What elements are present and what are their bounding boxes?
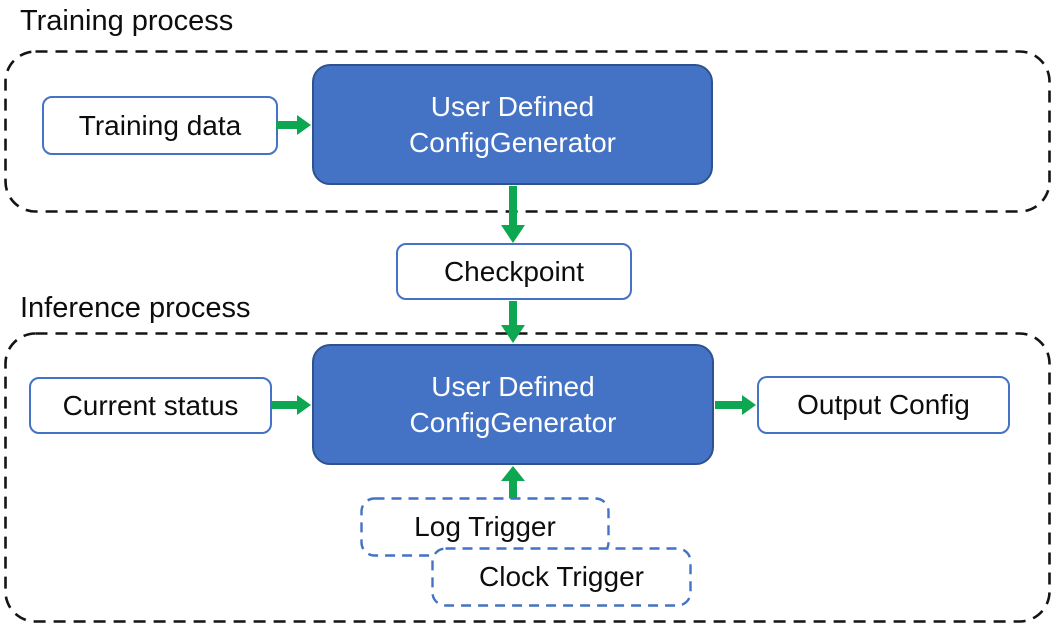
arrow-training-data-to-generator — [276, 115, 311, 135]
inference-generator-line1: User Defined — [431, 370, 595, 402]
log-trigger-label: Log Trigger — [414, 511, 556, 542]
inference-generator-line2: ConfigGenerator — [409, 406, 617, 438]
clock-trigger-node: Clock Trigger — [431, 547, 692, 607]
arrow-generator-to-checkpoint — [501, 186, 525, 243]
training-generator-line2: ConfigGenerator — [408, 126, 616, 158]
arrow-triggers-to-generator — [501, 466, 525, 499]
current-status-label: Current status — [62, 389, 239, 421]
arrow-current-status-to-generator — [272, 395, 311, 415]
clock-trigger-border — [431, 547, 692, 607]
inference-region-border — [4, 332, 1051, 623]
training-region — [4, 50, 1051, 213]
inference-region — [4, 332, 1051, 623]
training-process-label: Training process — [20, 5, 234, 37]
current-status-node: Current status — [29, 377, 272, 434]
log-trigger-node: Log Trigger — [360, 497, 610, 557]
inference-generator-node: User Defined ConfigGenerator — [312, 344, 714, 465]
training-data-label: Training data — [78, 109, 242, 141]
output-config-node: Output Config — [757, 376, 1010, 434]
clock-trigger-label: Clock Trigger — [479, 561, 644, 592]
output-config-label: Output Config — [797, 389, 970, 420]
arrow-checkpoint-to-generator — [501, 301, 525, 343]
arrow-generator-to-output — [715, 395, 756, 415]
training-generator-node: User Defined ConfigGenerator — [312, 64, 713, 185]
checkpoint-label: Checkpoint — [443, 255, 585, 287]
training-region-border — [4, 50, 1051, 213]
inference-process-label: Inference process — [20, 292, 251, 324]
checkpoint-node: Checkpoint — [396, 243, 632, 300]
training-generator-line1: User Defined — [430, 90, 595, 122]
log-trigger-border — [360, 497, 610, 557]
training-data-node: Training data — [42, 96, 278, 155]
